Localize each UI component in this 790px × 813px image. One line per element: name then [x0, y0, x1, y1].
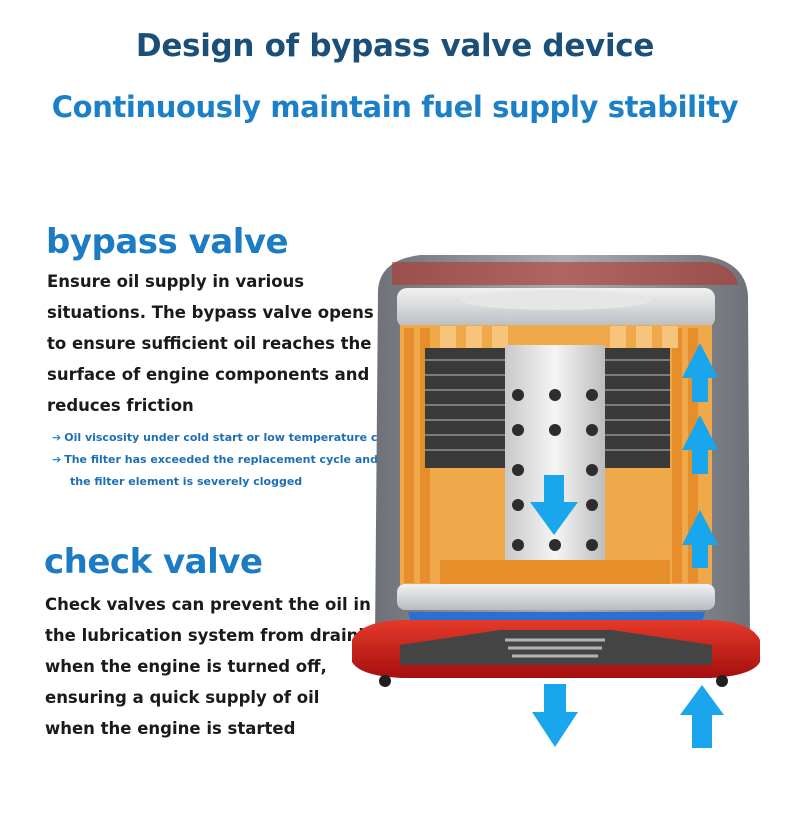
bypass-line: situations. The bypass valve opens [47, 303, 374, 322]
tube-holes [512, 389, 598, 551]
bypass-note: ➔Oil viscosity under cold start or low t… [52, 431, 436, 444]
check-line: ensuring a quick supply of oil [45, 688, 320, 707]
check-valve-heading: check valve [44, 542, 263, 582]
housing-rim [392, 262, 738, 285]
check-line: Check valves can prevent the oil in [45, 595, 371, 614]
arrow-up-icon [682, 510, 718, 568]
threaded-port [505, 638, 605, 658]
check-line: the lubrication system from draining [45, 626, 388, 645]
page-subtitle: Continuously maintain fuel supply stabil… [51, 90, 739, 124]
bottom-cap [397, 584, 715, 610]
bypass-note: ➔The filter has exceeded the replacement… [52, 453, 378, 466]
base-foot [716, 675, 728, 687]
base-foot [379, 675, 391, 687]
oil-filter-cutaway [352, 255, 760, 748]
cap-ridge [461, 290, 651, 310]
arrow-down-icon [530, 475, 578, 535]
check-line: when the engine is turned off, [45, 657, 327, 676]
bypass-valve-description: Ensure oil supply in various situations.… [47, 266, 374, 421]
arrow-up-icon [680, 685, 724, 748]
bypass-line: surface of engine components and [47, 365, 370, 384]
arrow-up-icon [682, 343, 718, 402]
bypass-line: to ensure sufficient oil reaches the [47, 334, 372, 353]
bypass-note-list: ➔Oil viscosity under cold start or low t… [52, 427, 435, 493]
arrow-up-icon [682, 415, 718, 474]
arrow-right-icon: ➔ [52, 453, 62, 466]
filter-pleat-highlights [440, 326, 678, 348]
bypass-valve-heading: bypass valve [46, 222, 289, 262]
check-valve-description: Check valves can prevent the oil in the … [45, 589, 388, 744]
bypass-line: reduces friction [47, 396, 194, 415]
arrow-down-icon [532, 684, 578, 747]
bypass-note-continuation: the filter element is severely clogged [70, 475, 303, 488]
page-title: Design of bypass valve device [135, 28, 655, 64]
flow-arrows [530, 343, 724, 748]
bypass-line: Ensure oil supply in various [47, 272, 305, 291]
arrow-right-icon: ➔ [52, 431, 62, 444]
check-line: when the engine is started [45, 719, 296, 738]
